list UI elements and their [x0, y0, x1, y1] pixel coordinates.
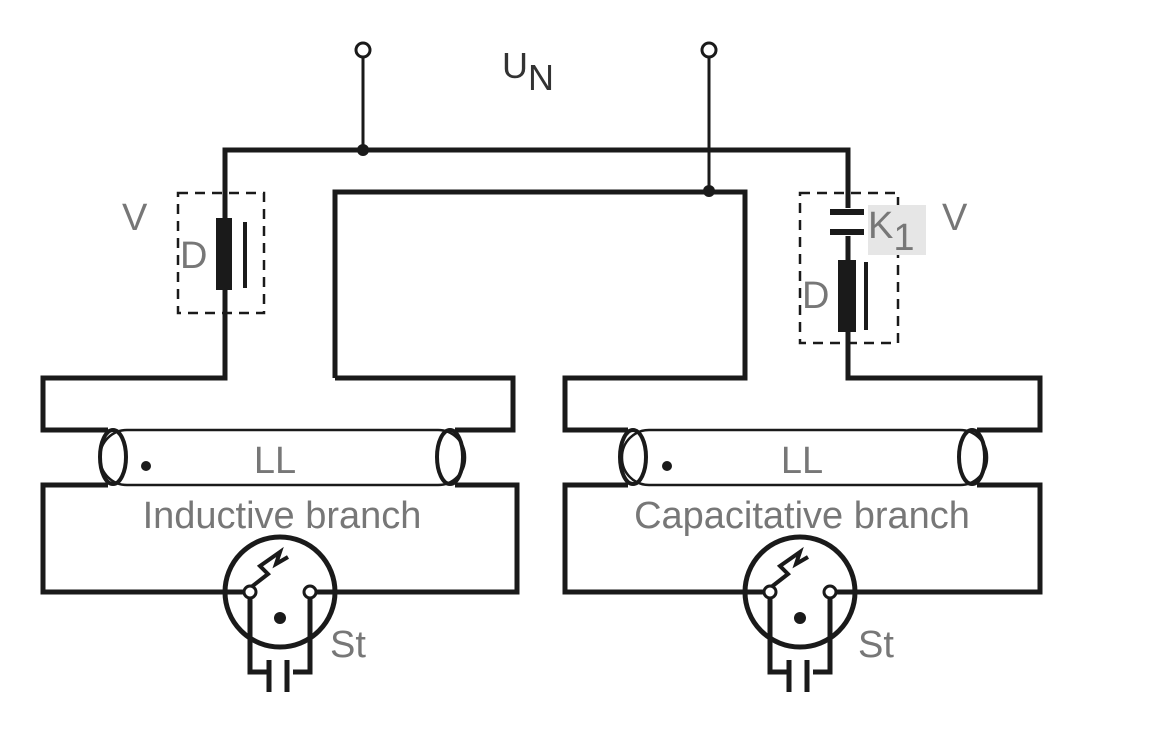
terminal-left: [354, 41, 372, 59]
choke-core: [216, 218, 232, 290]
starter-bulb: [222, 534, 338, 650]
left-lamp: LL Inductive branch: [40, 428, 520, 595]
starter-bulb: [742, 534, 858, 650]
choke-label: D: [180, 235, 207, 277]
lamp-label: LL: [254, 440, 296, 482]
supply-terminals: [354, 41, 718, 197]
ballast-box: [798, 191, 900, 345]
wiring: [40, 147, 1043, 433]
supply-voltage-label: UN: [502, 45, 554, 98]
choke-label: D: [802, 275, 829, 317]
right-starter: St: [742, 534, 894, 692]
ballast-box: [176, 191, 266, 315]
filament: [957, 428, 987, 486]
terminal-right: [700, 41, 718, 59]
ballast-label: V: [122, 197, 148, 239]
filament: [98, 428, 128, 486]
capacitor-plate: [830, 209, 864, 215]
capacitor-label-highlight: [868, 205, 926, 255]
branch-label: Capacitative branch: [634, 495, 970, 537]
capacitor-label: K1: [868, 205, 915, 259]
filament: [435, 428, 465, 486]
left-starter: St: [222, 534, 366, 692]
choke-core: [838, 260, 856, 332]
left-ballast: V D: [122, 191, 266, 315]
filament: [618, 428, 648, 486]
starter-label: St: [330, 624, 366, 666]
capacitor-plate: [830, 229, 864, 235]
starter-label: St: [858, 624, 894, 666]
right-lamp: LL Capacitative branch: [562, 428, 1043, 595]
lamp-label: LL: [781, 440, 823, 482]
ballast-label: V: [942, 197, 968, 239]
branch-label: Inductive branch: [143, 495, 422, 537]
right-ballast: K1 V D: [798, 191, 968, 345]
